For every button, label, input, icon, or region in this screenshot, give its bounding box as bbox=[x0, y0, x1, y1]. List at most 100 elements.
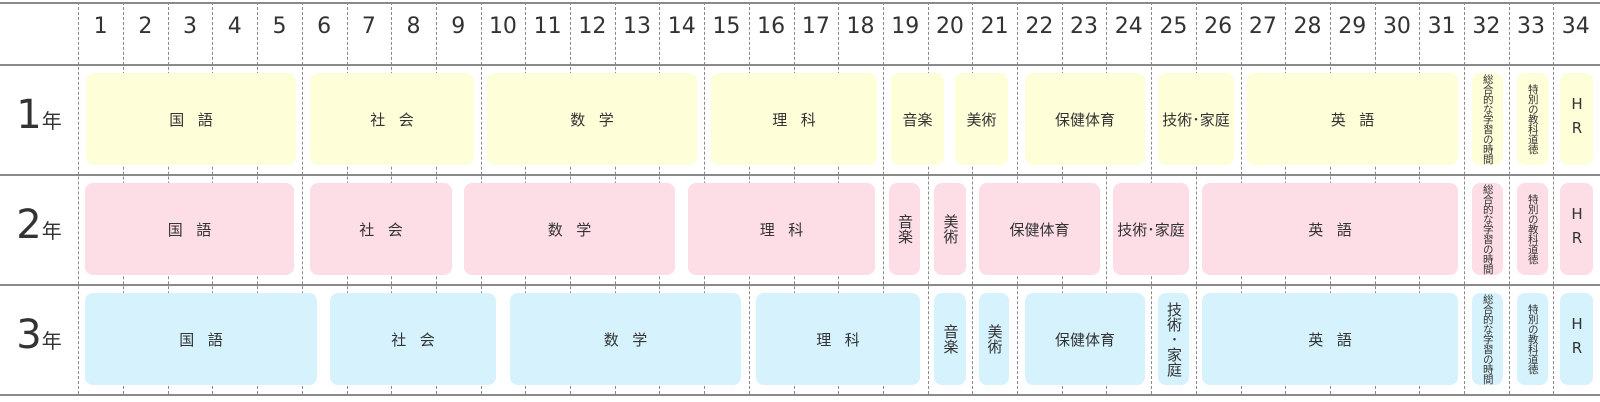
subject-label: 美術 bbox=[985, 324, 1004, 354]
subject-block: 数学 bbox=[487, 73, 697, 165]
subject-label: 保健体育 bbox=[1054, 110, 1115, 129]
subject-block: 国語 bbox=[85, 183, 294, 275]
grade-number: 2 bbox=[16, 202, 42, 248]
subject-block: 特別の教科道徳 bbox=[1517, 73, 1548, 165]
subject-label: 理科 bbox=[772, 110, 830, 129]
subject-label: 技術･家庭 bbox=[1117, 220, 1185, 239]
subject-block: 美術 bbox=[979, 293, 1009, 385]
grade-unit: 年 bbox=[41, 109, 62, 133]
column-divider bbox=[927, 2, 929, 394]
column-number: 32 bbox=[1472, 14, 1501, 39]
subject-block: 英語 bbox=[1202, 293, 1458, 385]
grade-number: 1 bbox=[16, 92, 42, 138]
column-number: 11 bbox=[533, 14, 562, 39]
column-number: 30 bbox=[1382, 14, 1411, 39]
subject-label: 数学 bbox=[570, 110, 628, 129]
subject-block: HR bbox=[1560, 183, 1593, 275]
subject-label: 技術･家庭 bbox=[1162, 110, 1230, 129]
subject-block: 音楽 bbox=[889, 183, 920, 275]
subject-block: 理科 bbox=[688, 183, 875, 275]
column-number: 23 bbox=[1070, 14, 1099, 39]
subject-block: 技術･家庭 bbox=[1113, 183, 1189, 275]
subject-block: HR bbox=[1560, 293, 1593, 385]
subject-label: 特別の教科道徳 bbox=[1526, 194, 1539, 264]
subject-label: 国語 bbox=[167, 220, 225, 239]
column-divider bbox=[1464, 2, 1465, 394]
subject-label: 総合的な学習の時間 bbox=[1481, 74, 1494, 164]
subject-label: 理科 bbox=[816, 330, 874, 349]
column-number: 18 bbox=[846, 14, 875, 39]
subject-label: 特別の教科道徳 bbox=[1526, 304, 1539, 374]
row-divider bbox=[0, 284, 1600, 286]
column-divider bbox=[1553, 2, 1555, 394]
grade-unit: 年 bbox=[41, 219, 62, 243]
grade-unit: 年 bbox=[41, 329, 62, 353]
subject-label: 音楽 bbox=[896, 214, 914, 244]
column-divider bbox=[1508, 2, 1510, 394]
subject-block: 英語 bbox=[1202, 183, 1458, 275]
subject-label: 国語 bbox=[169, 110, 227, 129]
column-number: 13 bbox=[623, 14, 652, 39]
subject-label: 特別の教科道徳 bbox=[1526, 84, 1539, 154]
column-number: 33 bbox=[1517, 14, 1546, 39]
subject-block: 総合的な学習の時間 bbox=[1472, 73, 1503, 165]
subject-block: 保健体育 bbox=[1025, 293, 1145, 385]
column-divider bbox=[78, 2, 80, 394]
subject-block: HR bbox=[1560, 73, 1593, 165]
column-divider bbox=[882, 2, 884, 394]
grade-label: 1年 bbox=[0, 92, 78, 138]
column-number: 34 bbox=[1561, 14, 1590, 39]
subject-label: 総合的な学習の時間 bbox=[1481, 294, 1494, 384]
subject-label: 社会 bbox=[391, 330, 449, 349]
column-number: 5 bbox=[272, 14, 287, 39]
subject-block: 社会 bbox=[330, 293, 496, 385]
column-number: 20 bbox=[935, 14, 964, 39]
subject-label: 美術 bbox=[966, 110, 997, 129]
subject-block: 英語 bbox=[1247, 73, 1458, 165]
subject-block: 社会 bbox=[310, 73, 474, 165]
subject-label: 保健体育 bbox=[1054, 330, 1115, 349]
subject-label: 技術･家庭 bbox=[1165, 301, 1183, 377]
subject-block: 美術 bbox=[934, 183, 966, 275]
subject-label: 社会 bbox=[370, 110, 428, 129]
column-number: 26 bbox=[1204, 14, 1233, 39]
subject-label: 数学 bbox=[603, 330, 661, 349]
column-number: 24 bbox=[1114, 14, 1143, 39]
column-number: 16 bbox=[757, 14, 786, 39]
subject-block: 音楽 bbox=[891, 73, 944, 165]
subject-block: 国語 bbox=[86, 73, 296, 165]
subject-block: 音楽 bbox=[934, 293, 966, 385]
column-number: 8 bbox=[406, 14, 421, 39]
column-number: 12 bbox=[578, 14, 607, 39]
subject-block: 総合的な学習の時間 bbox=[1472, 183, 1503, 275]
subject-label: 総合的な学習の時間 bbox=[1481, 184, 1494, 274]
subject-block: 国語 bbox=[85, 293, 317, 385]
subject-label: 音楽 bbox=[902, 110, 933, 129]
column-number: 19 bbox=[891, 14, 920, 39]
column-number: 31 bbox=[1427, 14, 1456, 39]
subject-label: HR bbox=[1568, 205, 1586, 253]
grade-number: 3 bbox=[16, 312, 42, 358]
subject-block: 美術 bbox=[955, 73, 1008, 165]
subject-label: 音楽 bbox=[941, 324, 960, 354]
subject-block: 数学 bbox=[510, 293, 741, 385]
subject-block: 特別の教科道徳 bbox=[1517, 293, 1548, 385]
column-number: 3 bbox=[183, 14, 198, 39]
column-number: 14 bbox=[667, 14, 696, 39]
column-divider bbox=[972, 2, 974, 394]
row-divider bbox=[0, 174, 1600, 176]
column-divider bbox=[301, 2, 303, 394]
column-number: 22 bbox=[1025, 14, 1054, 39]
subject-label: 数学 bbox=[547, 220, 605, 239]
column-number: 10 bbox=[488, 14, 517, 39]
column-number: 6 bbox=[317, 14, 332, 39]
column-divider bbox=[1195, 2, 1197, 394]
subject-label: 社会 bbox=[359, 220, 417, 239]
row-divider bbox=[0, 2, 1600, 4]
subject-block: 技術･家庭 bbox=[1158, 293, 1189, 385]
column-number: 17 bbox=[801, 14, 830, 39]
grade-label: 2年 bbox=[0, 202, 78, 248]
column-number: 25 bbox=[1159, 14, 1188, 39]
row-divider bbox=[0, 64, 1600, 66]
subject-label: HR bbox=[1568, 315, 1586, 363]
